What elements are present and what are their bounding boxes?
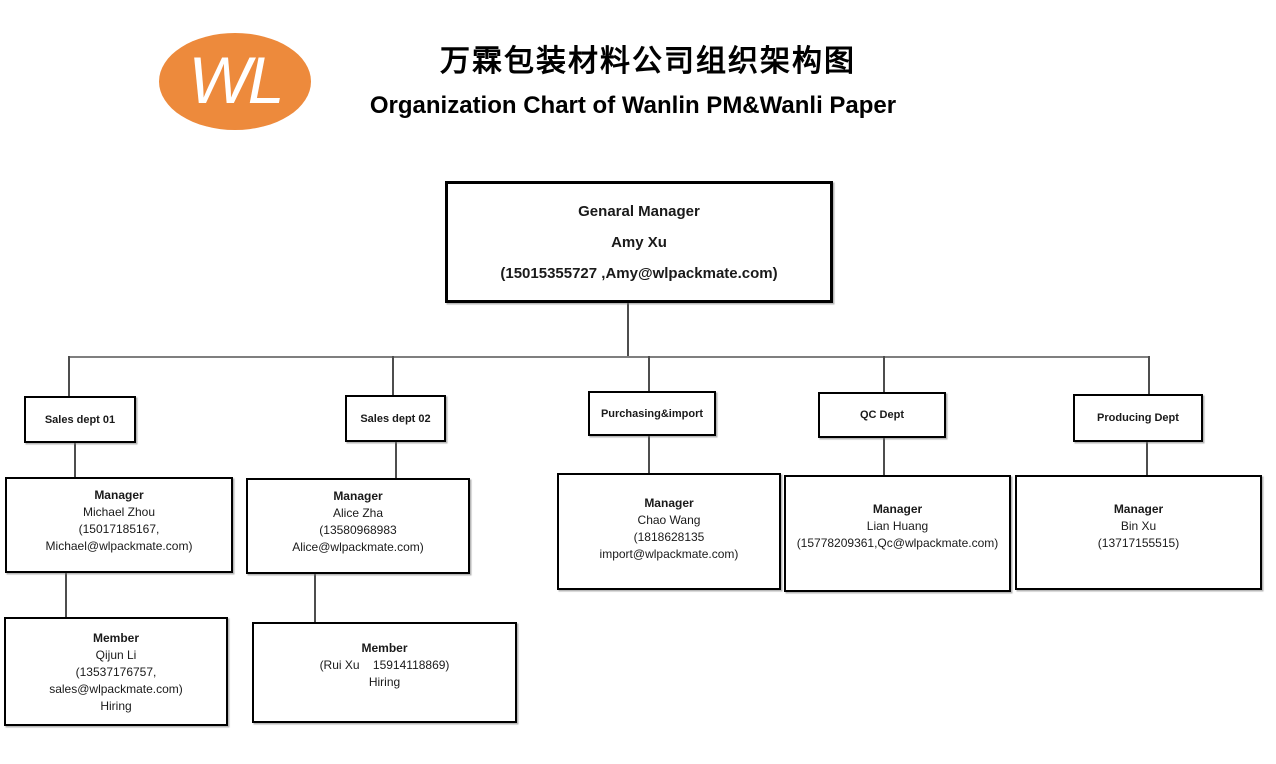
manager-contact: (15778209361,Qc@wlpackmate.com) — [796, 536, 999, 550]
member-role: Member — [361, 641, 408, 655]
member-hiring: Hiring — [100, 699, 132, 713]
member-phone: (13537176757, — [75, 665, 157, 679]
general-manager-box: Genaral Manager Amy Xu (15015355727 ,Amy… — [445, 181, 833, 303]
member-name: Qijun Li — [95, 648, 137, 662]
manager-box-producing: Manager Bin Xu (13717155515) — [1015, 475, 1262, 590]
connector-manager01-member — [65, 573, 67, 617]
member-box-sales01: Member Qijun Li (13537176757, sales@wlpa… — [4, 617, 228, 726]
connector-purchasing-manager — [648, 436, 650, 473]
dept-label: Purchasing&import — [600, 407, 704, 420]
member-hiring: Hiring — [368, 675, 401, 689]
connector-drop-purchasing — [648, 356, 650, 391]
manager-name: Alice Zha — [332, 506, 384, 520]
dept-box-qc: QC Dept — [818, 392, 946, 438]
dept-box-sales02: Sales dept 02 — [345, 395, 446, 442]
manager-phone: (13580968983 — [319, 523, 397, 537]
connector-drop-qc — [883, 356, 885, 392]
manager-role: Manager — [644, 496, 694, 510]
manager-name: Lian Huang — [866, 519, 929, 533]
dept-box-producing: Producing Dept — [1073, 394, 1203, 442]
connector-main-horizontal — [68, 356, 1149, 358]
connector-sales02-manager — [395, 442, 397, 478]
manager-box-sales01: Manager Michael Zhou (15017185167, Micha… — [5, 477, 233, 573]
dept-label: QC Dept — [860, 409, 904, 421]
gm-name: Amy Xu — [611, 233, 667, 251]
member-box-sales02: Member (Rui Xu 15914118869) Hiring — [252, 622, 517, 723]
manager-name: Michael Zhou — [82, 505, 156, 519]
manager-name: Chao Wang — [637, 513, 701, 527]
manager-box-qc: Manager Lian Huang (15778209361,Qc@wlpac… — [784, 475, 1011, 592]
connector-sales01-manager — [74, 443, 76, 477]
manager-phone: (15017185167, — [78, 522, 160, 536]
connector-gm-down — [627, 303, 629, 356]
company-logo: WL — [159, 33, 311, 130]
gm-contact: (15015355727 ,Amy@wlpackmate.com) — [500, 264, 778, 282]
member-email: sales@wlpackmate.com) — [49, 682, 183, 696]
manager-email: import@wlpackmate.com) — [599, 547, 739, 561]
manager-email: Alice@wlpackmate.com) — [292, 540, 424, 554]
member-contact: (Rui Xu 15914118869) — [319, 658, 450, 672]
manager-phone: (13717155515) — [1097, 536, 1180, 550]
dept-label: Sales dept 01 — [44, 413, 116, 426]
chinese-title: 万霖包装材料公司组织架构图 — [440, 45, 856, 78]
manager-box-sales02: Manager Alice Zha (13580968983 Alice@wlp… — [246, 478, 470, 574]
english-title: Organization Chart of Wanlin PM&Wanli Pa… — [369, 92, 897, 119]
manager-email: Michael@wlpackmate.com) — [45, 539, 193, 553]
connector-drop-producing — [1148, 356, 1150, 394]
dept-label: Producing Dept — [1097, 412, 1179, 424]
manager-phone: (1818628135 — [633, 530, 705, 544]
connector-drop-sales01 — [68, 356, 70, 396]
connector-qc-manager — [883, 438, 885, 475]
manager-name: Bin Xu — [1120, 519, 1157, 533]
manager-role: Manager — [872, 502, 923, 516]
manager-box-purchasing: Manager Chao Wang (1818628135 import@wlp… — [557, 473, 781, 590]
dept-box-sales01: Sales dept 01 — [24, 396, 136, 443]
manager-role: Manager — [1113, 502, 1164, 516]
connector-manager02-member — [314, 574, 316, 622]
connector-drop-sales02 — [392, 356, 394, 395]
manager-role: Manager — [333, 489, 383, 503]
connector-producing-manager — [1146, 442, 1148, 475]
gm-title: Genaral Manager — [578, 202, 700, 220]
member-role: Member — [92, 631, 139, 645]
dept-box-purchasing: Purchasing&import — [588, 391, 716, 436]
logo-text: WL — [188, 42, 285, 117]
manager-role: Manager — [94, 488, 144, 502]
dept-label: Sales dept 02 — [360, 412, 431, 425]
